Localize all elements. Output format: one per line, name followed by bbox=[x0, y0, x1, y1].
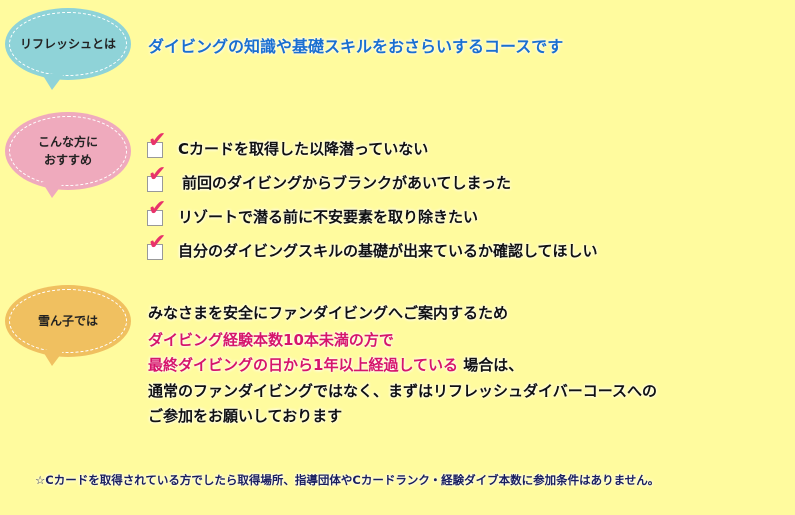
section3-line5: ご参加をお願いしております bbox=[148, 407, 343, 425]
checkbox-icon bbox=[147, 244, 163, 260]
bubble-label: こんな方におすすめ bbox=[38, 133, 98, 169]
bubble-tail bbox=[42, 350, 64, 366]
check-icon: ✔ bbox=[148, 196, 167, 221]
bubble-recommend: こんな方におすすめ bbox=[5, 112, 131, 190]
list-item: リゾートで潜る前に不安要素を取り除きたい bbox=[178, 208, 479, 226]
bubble-yukinko: 雪ん子では bbox=[5, 285, 131, 357]
checkbox-icon bbox=[147, 176, 163, 192]
bubble-tail bbox=[42, 182, 64, 198]
check-icon: ✔ bbox=[148, 162, 167, 187]
section1-text: ダイビングの知識や基礎スキルをおさらいするコースです bbox=[148, 37, 564, 56]
check-icon: ✔ bbox=[148, 128, 167, 153]
section3-line2: ダイビング経験本数10本未満の方で bbox=[148, 331, 394, 349]
bubble-label: 雪ん子では bbox=[37, 314, 98, 328]
checkbox-icon bbox=[147, 210, 163, 226]
bubble-tail bbox=[42, 74, 64, 90]
list-item: 自分のダイビングスキルの基礎が出来ているか確認してほしい bbox=[178, 242, 598, 260]
text: 場合は、 bbox=[458, 356, 524, 374]
label-line: おすすめ bbox=[43, 153, 92, 167]
check-icon: ✔ bbox=[148, 230, 167, 255]
list-item: Cカードを取得した以降潜っていない bbox=[178, 140, 429, 158]
list-item: 前回のダイビングからブランクがあいてしまった bbox=[182, 174, 511, 192]
bubble-label: リフレッシュとは bbox=[19, 37, 116, 51]
section3-line1: みなさまを安全にファンダイビングへご案内するため bbox=[148, 304, 509, 322]
bubble-refresh: リフレッシュとは bbox=[5, 8, 131, 80]
label-line: こんな方に bbox=[37, 135, 98, 149]
section3-line3: 最終ダイビングの日から1年以上経過している 場合は、 bbox=[148, 354, 523, 375]
section3-line4: 通常のファンダイビングではなく、まずはリフレッシュダイバーコースへの bbox=[148, 382, 657, 400]
footnote: ☆Cカードを取得されている方でしたら取得場所、指導団体やCカードランク・経験ダイ… bbox=[35, 473, 660, 487]
highlight-text: 最終ダイビングの日から1年以上経過している bbox=[148, 356, 458, 374]
checkbox-icon bbox=[147, 142, 163, 158]
